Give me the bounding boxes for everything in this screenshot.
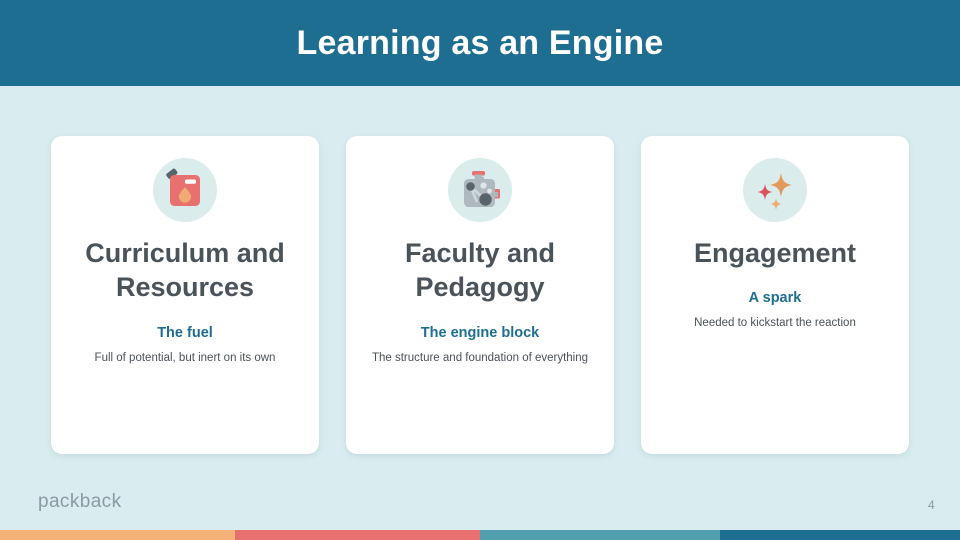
fuel-can-icon [153,158,217,222]
card-subtitle: A spark [748,290,802,307]
stripe-segment-teal [479,530,720,540]
card-title: Engagement [693,238,857,268]
stripe-segment-deep-blue [719,530,960,540]
packback-logo: packback [38,491,122,512]
card-title: Faculty and Pedagogy [404,238,556,303]
card-title: Curriculum and Resources [85,238,285,303]
card-faculty-and-pedagogy[interactable]: Faculty and Pedagogy The engine block Th… [346,136,614,454]
engine-block-icon [448,158,512,222]
card-description: The structure and foundation of everythi… [371,351,589,364]
page-number: 4 [928,498,935,512]
bottom-stripe [0,530,960,540]
card-subtitle: The fuel [157,324,213,341]
card-description: Full of potential, but inert on its own [94,351,276,364]
page-title: Learning as an Engine [296,24,664,62]
stripe-segment-coral [235,530,480,540]
cards-row: Curriculum and Resources The fuel Full o… [51,136,909,454]
slide-header: Learning as an Engine [0,0,960,86]
card-description: Needed to kickstart the reaction [694,317,856,330]
card-subtitle: The engine block [420,324,540,341]
sparkles-icon [743,158,807,222]
stripe-segment-orange [0,530,236,540]
card-curriculum-and-resources[interactable]: Curriculum and Resources The fuel Full o… [51,136,319,454]
card-engagement[interactable]: Engagement A spark Needed to kickstart t… [641,136,909,454]
